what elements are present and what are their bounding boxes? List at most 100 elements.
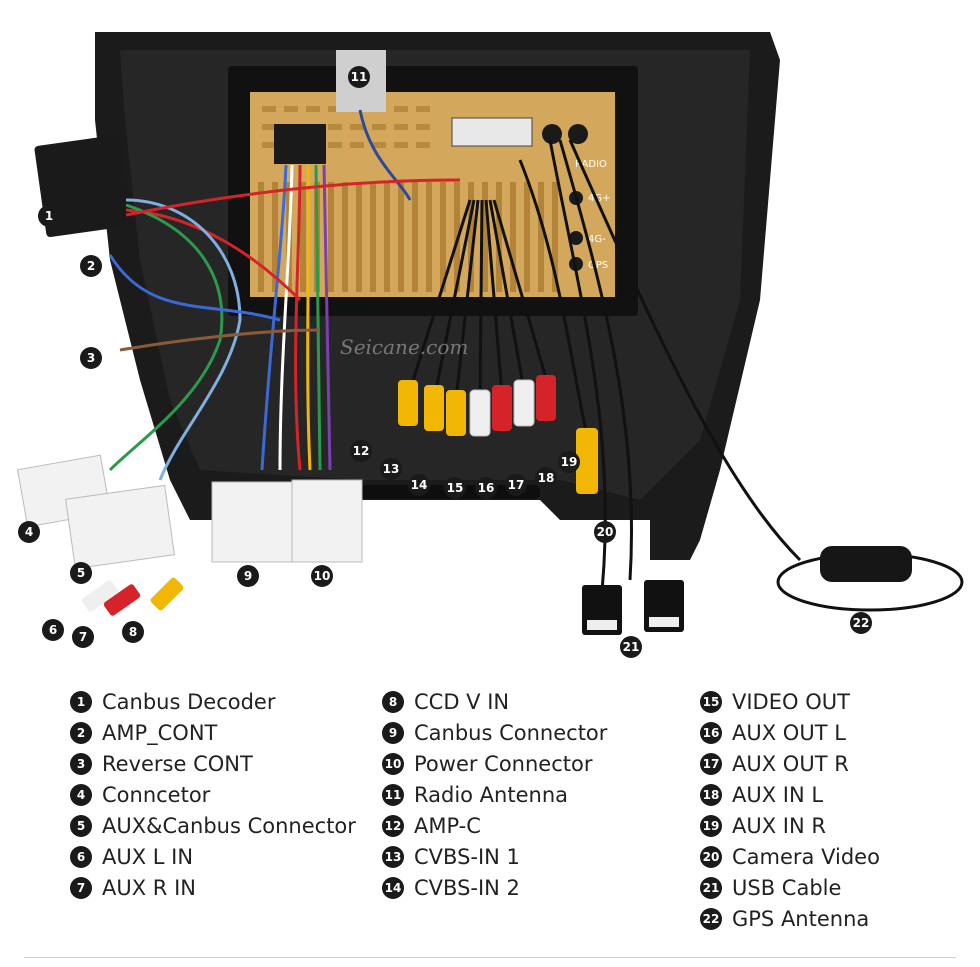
legend-item: 10 Power Connector [382, 748, 607, 779]
callout-8: 8 [122, 621, 144, 643]
legend-item: 2 AMP_CONT [70, 717, 356, 748]
harness-socket [274, 124, 326, 164]
callout-19: 19 [558, 451, 580, 473]
legend-label: CCD V IN [414, 689, 510, 714]
legend-number: 6 [70, 845, 92, 868]
legend-label: CVBS-IN 1 [414, 844, 520, 869]
legend-item: 17 AUX OUT R [700, 748, 880, 779]
legend-number: 2 [70, 721, 92, 744]
canbus-connector-9 [211, 481, 297, 563]
port-label-radio: RADIO [575, 159, 607, 170]
legend-item: 18 AUX IN L [700, 779, 880, 810]
legend-label: Canbus Connector [414, 720, 608, 745]
wire-harness [108, 164, 461, 481]
legend-label: Power Connector [414, 751, 593, 776]
legend-item: 9 Canbus Connector [382, 717, 607, 748]
aux-rca-left [81, 577, 184, 616]
legend-item: 13 CVBS-IN 1 [382, 841, 607, 872]
callout-1: 1 [38, 205, 60, 227]
radio-socket [542, 124, 562, 144]
legend-item: 22 GPS Antenna [700, 903, 880, 934]
legend-label: AUX OUT L [732, 720, 846, 745]
legend-label: AUX&Canbus Connector [102, 813, 356, 838]
legend-item: 6 AUX L IN [70, 841, 356, 872]
legend-item: 15 VIDEO OUT [700, 686, 880, 717]
antenna-wire [358, 109, 412, 201]
callout-7: 7 [72, 626, 94, 648]
callout-15: 15 [444, 477, 466, 499]
callout-9: 9 [237, 565, 259, 587]
callout-22: 22 [850, 612, 872, 634]
legend-number: 20 [700, 845, 722, 868]
callout-17: 17 [505, 474, 527, 496]
legend-label: VIDEO OUT [732, 689, 850, 714]
watermark: Seicane.com [340, 335, 468, 359]
legend-number: 8 [382, 690, 404, 713]
callout-16: 16 [475, 477, 497, 499]
legend-number: 12 [382, 814, 404, 837]
callout-11: 11 [348, 66, 370, 88]
legend-label: Radio Antenna [414, 782, 569, 807]
legend-label: Camera Video [732, 844, 880, 869]
callout-3: 3 [80, 347, 102, 369]
callout-14: 14 [408, 474, 430, 496]
legend-column-2: 8 CCD V IN 9 Canbus Connector 10 Power Conn… [382, 686, 607, 903]
connector-5 [65, 484, 175, 570]
legend-item: 4 Conncetor [70, 779, 356, 810]
legend-label: Canbus Decoder [102, 689, 276, 714]
callout-18: 18 [535, 467, 557, 489]
callout-5: 5 [70, 562, 92, 584]
bottom-divider [24, 957, 956, 958]
rca-cables [408, 139, 802, 611]
callout-4: 4 [18, 521, 40, 543]
legend-label: AUX OUT R [732, 751, 849, 776]
callout-6: 6 [42, 619, 64, 641]
legend-item: 1 Canbus Decoder [70, 686, 356, 717]
legend-number: 11 [382, 783, 404, 806]
legend-label: GPS Antenna [732, 906, 870, 931]
legend-number: 18 [700, 783, 722, 806]
legend-label: Conncetor [102, 782, 211, 807]
callout-13: 13 [380, 458, 402, 480]
legend-number: 3 [70, 752, 92, 775]
legend-number: 21 [700, 876, 722, 899]
legend-number: 22 [700, 907, 722, 930]
legend-number: 4 [70, 783, 92, 806]
legend-label: USB Cable [732, 875, 842, 900]
pcb-fins [258, 182, 558, 292]
gps-antenna-puck [820, 546, 912, 582]
legend-item: 5 AUX&Canbus Connector [70, 810, 356, 841]
rca-plugs [398, 375, 598, 494]
legend-label: CVBS-IN 2 [414, 875, 520, 900]
callout-10: 10 [311, 565, 333, 587]
legend-item: 11 Radio Antenna [382, 779, 607, 810]
antenna-socket [568, 124, 588, 144]
callout-2: 2 [80, 255, 102, 277]
legend-number: 5 [70, 814, 92, 837]
legend-number: 14 [382, 876, 404, 899]
legend-number: 19 [700, 814, 722, 837]
legend-number: 17 [700, 752, 722, 775]
legend-number: 1 [70, 690, 92, 713]
port-label-4g-minus: 4G- [588, 234, 606, 245]
legend-label: AUX L IN [102, 844, 194, 869]
callout-12: 12 [350, 440, 372, 462]
legend-item: 8 CCD V IN [382, 686, 607, 717]
legend-number: 13 [382, 845, 404, 868]
legend-number: 16 [700, 721, 722, 744]
legend-number: 9 [382, 721, 404, 744]
multi-socket [451, 117, 533, 147]
legend-number: 7 [70, 876, 92, 899]
legend-label: AUX IN L [732, 782, 824, 807]
callout-20: 20 [594, 521, 616, 543]
legend-number: 10 [382, 752, 404, 775]
socket-4g-minus [569, 231, 583, 245]
port-label-4g-plus: 4G+ [588, 193, 611, 204]
legend-number: 15 [700, 690, 722, 713]
legend-label: AMP_CONT [102, 720, 218, 745]
